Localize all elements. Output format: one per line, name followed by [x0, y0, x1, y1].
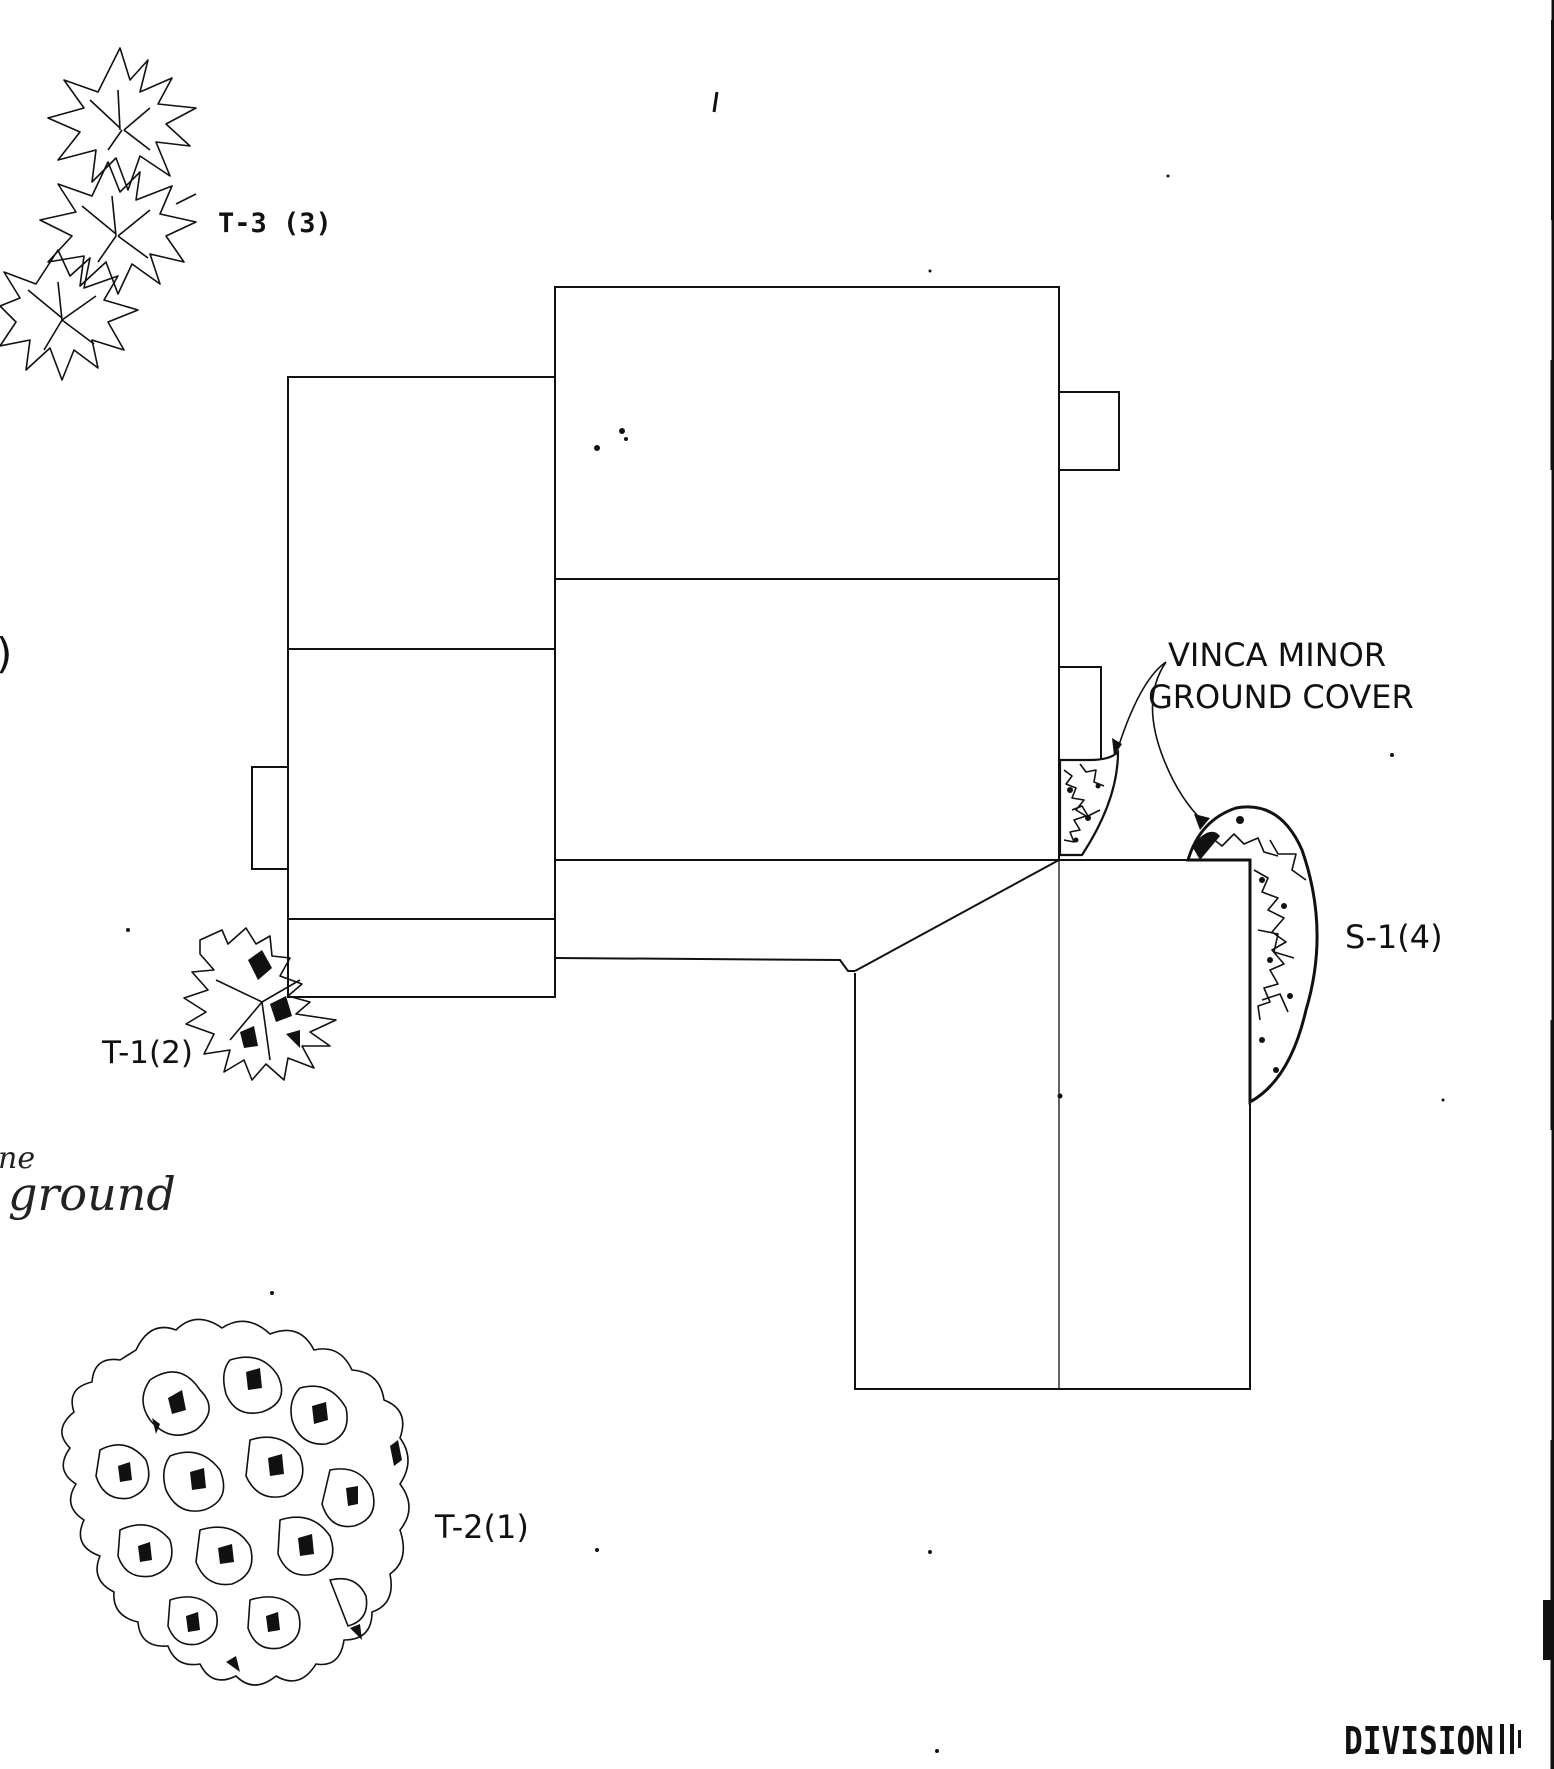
- title-division: DIVISION: [1344, 1719, 1494, 1763]
- label-vinca-line2: GROUND COVER: [1148, 678, 1414, 716]
- tree-t3-upper: [47, 47, 197, 191]
- label-vinca-line1: VINCA MINOR: [1168, 636, 1386, 674]
- building-left-upper: [287, 376, 556, 650]
- label-s1: S-1(4): [1345, 918, 1443, 956]
- label-partial-ground: ground: [8, 1167, 176, 1221]
- label-t3: T-3 (3): [218, 208, 332, 239]
- building-footprint: [251, 286, 1251, 1390]
- building-block-top: [554, 286, 1060, 580]
- title-partial-mark: [1500, 1724, 1521, 1754]
- sheet-border: [1543, 0, 1554, 1769]
- building-lower-strip: [554, 859, 1250, 972]
- building-right-bump-lower: [1058, 666, 1102, 761]
- tree-t1: [183, 927, 337, 1081]
- tree-t2-outline: [61, 1318, 410, 1686]
- tree-t2-shadows: [118, 1368, 402, 1672]
- groundcover-patch-large: [1185, 805, 1319, 1105]
- tree-t3-group: [0, 47, 197, 381]
- tree-t3-lower: [0, 249, 139, 381]
- building-right-bump-upper: [1058, 391, 1120, 471]
- tree-t3-middle: [39, 161, 197, 295]
- tree-t3-leader: [175, 193, 197, 205]
- groundcover-patch-small: [1058, 749, 1120, 857]
- label-t2: T-2(1): [434, 1508, 529, 1546]
- building-left-bump: [251, 766, 289, 870]
- garage: [854, 859, 1251, 1390]
- label-partial-paren: ): [0, 629, 12, 678]
- building-left-lower: [287, 648, 556, 920]
- tree-t1-foliage: [183, 927, 337, 1081]
- building-block-middle: [554, 578, 1060, 861]
- tree-t2-clusters: [95, 1356, 375, 1650]
- label-partial-ne: ne: [0, 1141, 35, 1176]
- stray-marks: [126, 91, 1445, 1753]
- vinca-leaders: [1112, 661, 1210, 830]
- tree-t1-shading: [240, 950, 300, 1048]
- building-left-porch: [287, 918, 556, 998]
- label-t1: T-1(2): [101, 1035, 193, 1071]
- tree-t2: [61, 1318, 410, 1686]
